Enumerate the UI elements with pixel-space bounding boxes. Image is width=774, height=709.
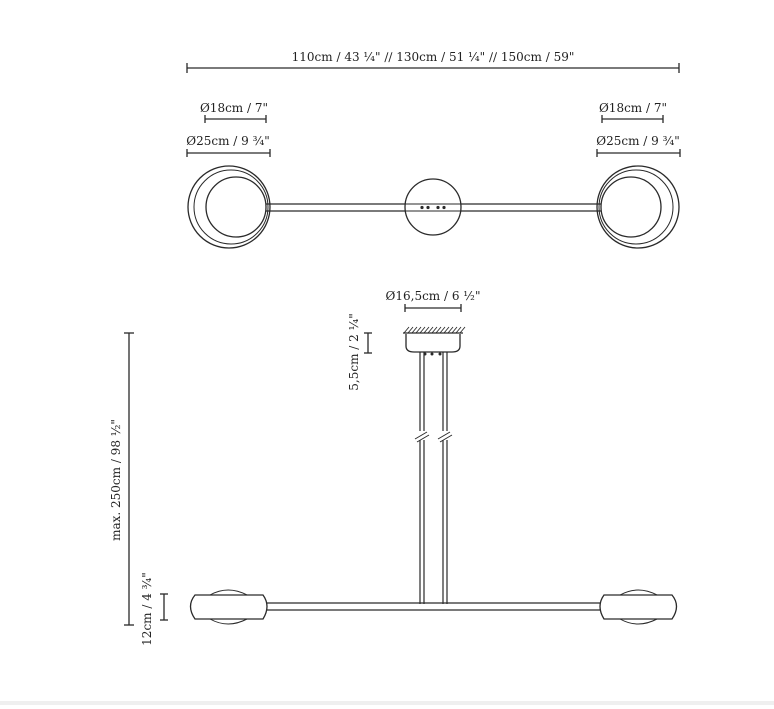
suspension-rods: [414, 352, 453, 604]
left-inner-diameter-dimension: Ø18cm / 7": [200, 101, 268, 123]
left-outer-diameter-label: Ø25cm / 9 ¾": [186, 134, 269, 148]
right-lamp-head-top: [596, 165, 680, 249]
canopy-height-label: 5,5cm / 2 ¼": [347, 313, 361, 390]
hatch-mark: [443, 326, 450, 334]
hatch-mark: [407, 326, 414, 334]
hatch-mark: [419, 326, 426, 334]
hatch-mark: [435, 326, 442, 334]
hatch-mark: [431, 326, 438, 334]
top-view: 110cm / 43 ¼" ∕∕ 130cm / 51 ¼" ∕∕ 150cm …: [186, 50, 681, 249]
hatch-mark: [403, 326, 410, 334]
hatch-mark: [415, 326, 422, 334]
hatch-mark: [459, 326, 466, 334]
total-width-label: 110cm / 43 ¼" ∕∕ 130cm / 51 ¼" ∕∕ 150cm …: [292, 50, 575, 64]
side-view: Ø16,5cm / 6 ½" 5,5cm / 2 ¼": [109, 289, 678, 646]
max-height-label: max. 250cm / 98 ½": [109, 419, 123, 541]
hatch-mark: [455, 326, 462, 334]
ceiling-hatch: [403, 326, 466, 334]
right-inner-diameter-dimension: Ø18cm / 7": [599, 101, 667, 123]
hatch-mark: [447, 326, 454, 334]
left-inner-diameter-label: Ø18cm / 7": [200, 101, 268, 115]
left-shade-side: [189, 589, 268, 625]
hatch-mark: [451, 326, 458, 334]
canopy-side: [405, 334, 461, 356]
right-outer-diameter-dimension: Ø25cm / 9 ¾": [596, 134, 681, 157]
hatch-mark: [423, 326, 430, 334]
horizontal-bar-side: [266, 602, 601, 611]
canopy-diameter-dimension: Ø16,5cm / 6 ½": [386, 289, 481, 312]
left-outer-diameter-dimension: Ø25cm / 9 ¾": [186, 134, 271, 157]
total-width-dimension: 110cm / 43 ¼" ∕∕ 130cm / 51 ¼" ∕∕ 150cm …: [186, 50, 680, 73]
hatch-mark: [439, 326, 446, 334]
right-inner-diameter-label: Ø18cm / 7": [599, 101, 667, 115]
left-lamp-head-top: [187, 165, 271, 249]
shade-height-dimension: 12cm / 4 ¾": [140, 572, 168, 646]
bottom-divider: [0, 701, 774, 705]
max-height-dimension: max. 250cm / 98 ½": [109, 332, 134, 626]
hatch-mark: [411, 326, 418, 334]
right-outer-diameter-label: Ø25cm / 9 ¾": [596, 134, 679, 148]
right-shade-side: [599, 589, 678, 625]
canopy-diameter-label: Ø16,5cm / 6 ½": [386, 289, 481, 303]
canopy-height-dimension: 5,5cm / 2 ¼": [347, 313, 372, 391]
shade-height-label: 12cm / 4 ¾": [140, 572, 154, 646]
canopy-top: [404, 178, 462, 236]
hatch-mark: [427, 326, 434, 334]
